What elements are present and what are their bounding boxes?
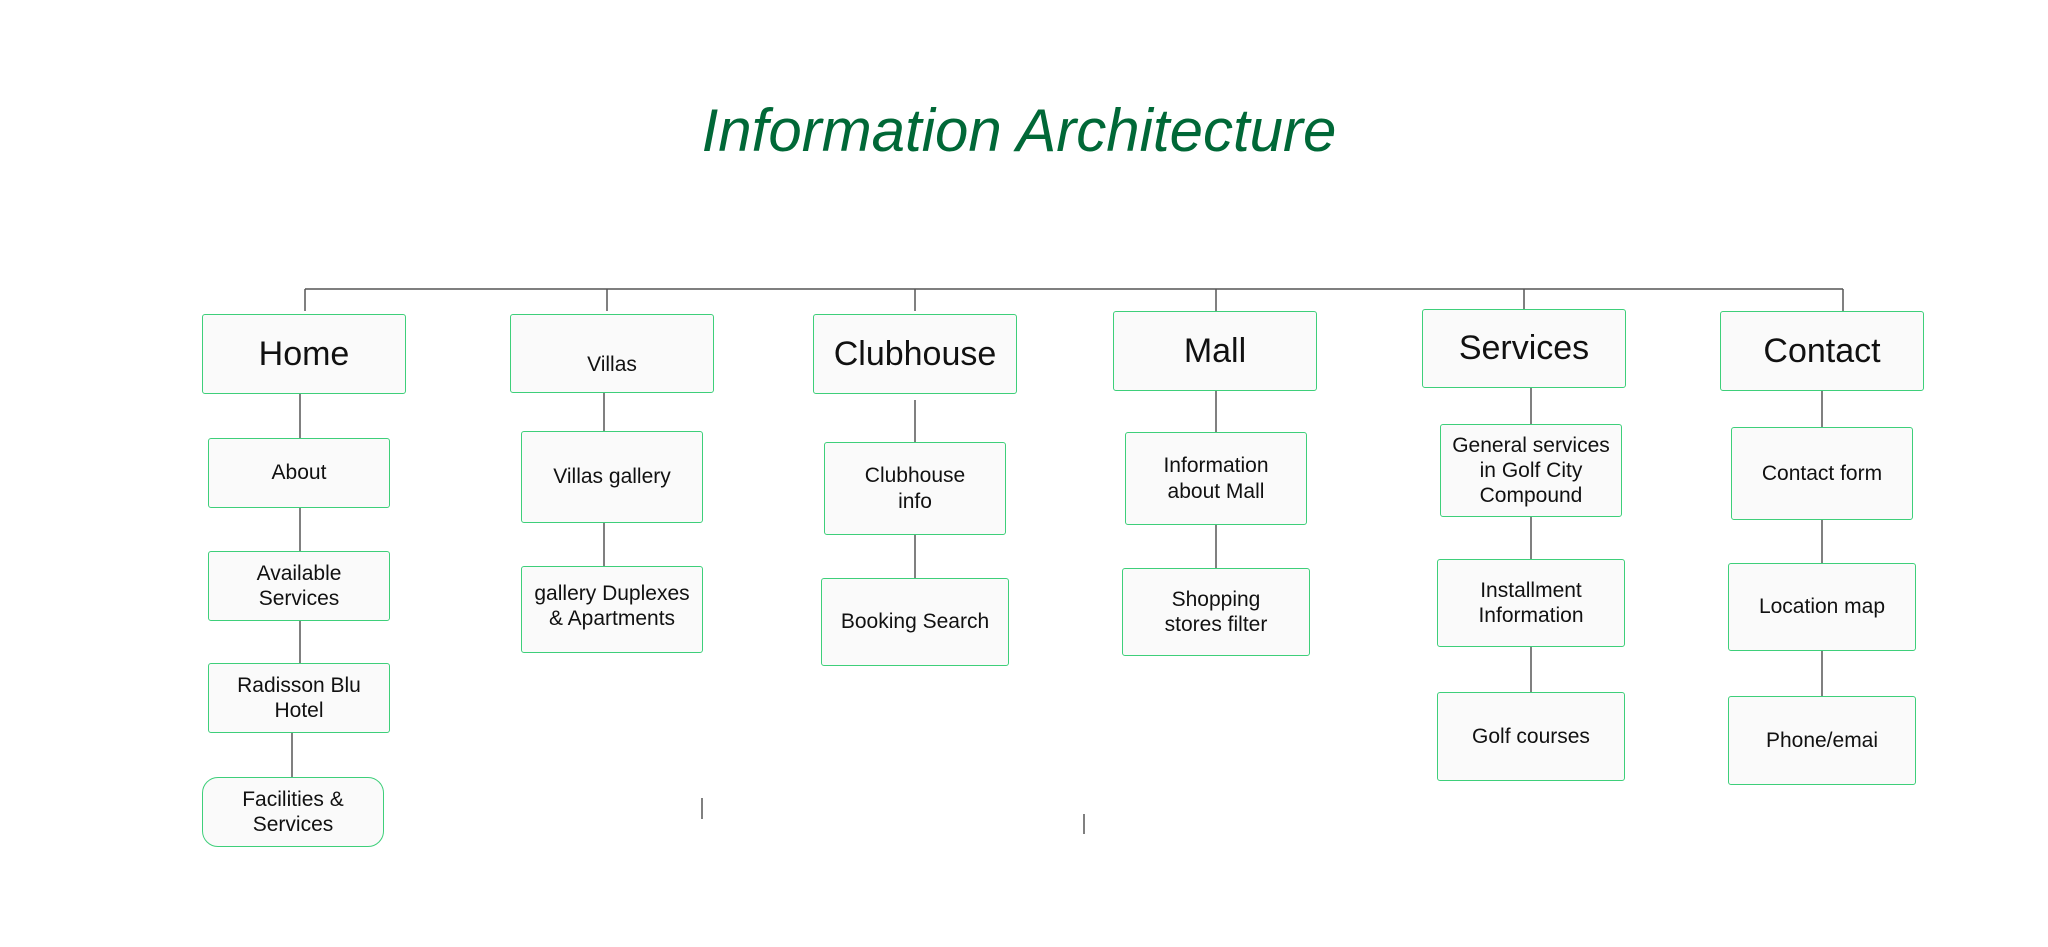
node-contact-form: Contact form <box>1731 427 1913 520</box>
node-facilities-services: Facilities & Services <box>202 777 384 847</box>
node-villas-gallery: Villas gallery <box>521 431 703 523</box>
node-phone-email: Phone/emai <box>1728 696 1916 785</box>
node-about: About <box>208 438 390 508</box>
node-services: Services <box>1422 309 1626 388</box>
node-radisson-blu-hotel: Radisson Blu Hotel <box>208 663 390 733</box>
node-installment-information: Installment Information <box>1437 559 1625 647</box>
node-location-map: Location map <box>1728 563 1916 651</box>
node-information-about-mall: Information about Mall <box>1125 432 1307 525</box>
node-available-services: Available Services <box>208 551 390 621</box>
node-gallery-duplexes-apartments: gallery Duplexes & Apartments <box>521 566 703 653</box>
node-booking-search: Booking Search <box>821 578 1009 666</box>
node-general-services: General services in Golf City Compound <box>1440 424 1622 517</box>
node-home: Home <box>202 314 406 394</box>
node-villas: Villas <box>510 314 714 393</box>
node-contact: Contact <box>1720 311 1924 391</box>
node-golf-courses: Golf courses <box>1437 692 1625 781</box>
node-clubhouse-info: Clubhouse info <box>824 442 1006 535</box>
diagram-title: Information Architecture <box>701 97 1337 164</box>
node-mall: Mall <box>1113 311 1317 391</box>
node-shopping-stores-filter: Shopping stores filter <box>1122 568 1310 656</box>
node-clubhouse: Clubhouse <box>813 314 1017 394</box>
